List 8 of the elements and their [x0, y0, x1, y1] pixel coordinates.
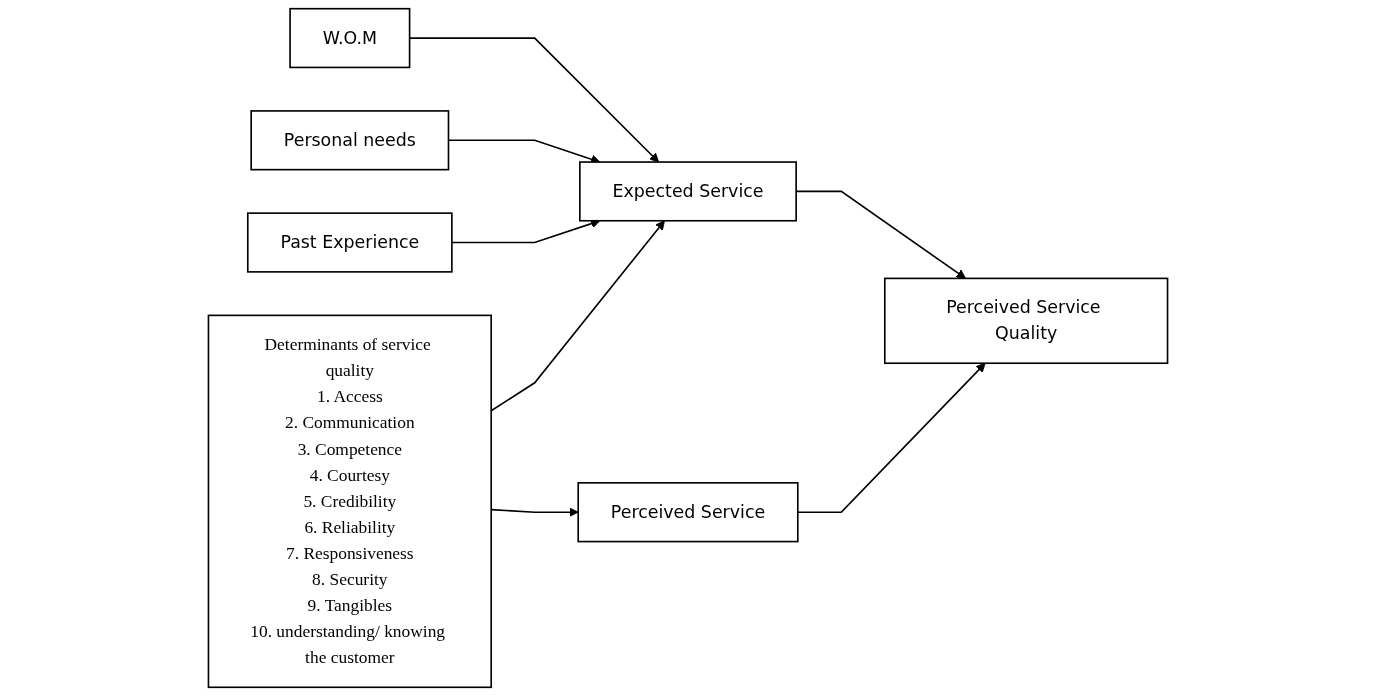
arrow [797, 362, 986, 514]
node-box: Perceived Service [577, 482, 799, 543]
node-box: W.O.M [289, 7, 411, 69]
node-box: Expected Service [579, 161, 797, 222]
node-box: Perceived Service Quality [884, 277, 1169, 365]
node-box: Determinants of service quality 1. Access 2. Communication 3. Competence 4. Courtesy 5. Credibility 6. Reliability 7. Responsiveness 8. Security 9. Tangibles 10. understanding/ knowing the customer [207, 314, 492, 689]
node-box: Personal needs [250, 110, 450, 171]
node-box: Past Experience [246, 212, 453, 273]
